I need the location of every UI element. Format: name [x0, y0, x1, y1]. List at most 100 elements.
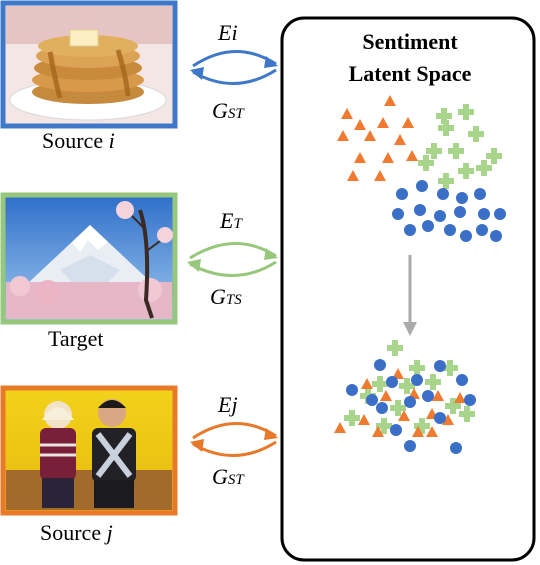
cycle-arrows-target [187, 242, 278, 277]
circle-marker [404, 224, 416, 236]
encoder-j-label: Ej [218, 392, 238, 417]
encoder-i-label: Ei [218, 20, 238, 45]
circle-marker [464, 394, 476, 406]
circle-marker [476, 224, 488, 236]
circle-marker [454, 206, 466, 218]
triangle-marker [364, 130, 376, 141]
panel-title-line2: Latent Space [348, 61, 472, 86]
triangle-marker [442, 414, 454, 425]
circle-marker [434, 360, 446, 372]
triangle-marker [426, 426, 438, 437]
circle-marker [450, 442, 462, 454]
triangle-marker [377, 117, 389, 128]
cross-marker [372, 376, 388, 392]
circle-marker [434, 210, 446, 222]
alignment-arrow [403, 255, 417, 336]
circle-marker [390, 424, 402, 436]
cross-marker [387, 340, 403, 356]
triangle-marker [402, 117, 414, 128]
panel-title-line1: Sentiment [362, 29, 458, 54]
circle-marker [434, 412, 446, 424]
triangle-marker [347, 170, 359, 181]
cross-marker [445, 398, 461, 414]
circle-marker [490, 230, 502, 242]
circle-marker [346, 384, 358, 396]
triangle-marker [361, 378, 373, 389]
generator-st-label-bottom: GST [212, 464, 244, 489]
cross-marker [390, 400, 406, 416]
cross-marker [409, 360, 425, 376]
cross-marker [426, 143, 442, 159]
triangle-marker [384, 95, 396, 106]
circle-marker [416, 180, 428, 192]
triangle-marker [392, 368, 404, 379]
cross-marker [448, 143, 464, 159]
cross-marker [476, 160, 492, 176]
circle-marker [460, 230, 472, 242]
cross-marker [442, 360, 458, 376]
cross-marker [458, 163, 474, 179]
cross-marker [344, 410, 360, 426]
source-j-caption: Source j [40, 520, 113, 545]
circle-marker [404, 396, 416, 408]
triangle-marker [412, 426, 424, 437]
circle-marker [422, 390, 434, 402]
triangle-marker [341, 108, 353, 119]
circle-marker [474, 188, 486, 200]
source-i-image [0, 0, 178, 129]
cross-marker [486, 148, 502, 164]
triangle-marker [382, 152, 394, 163]
circle-marker [414, 204, 426, 216]
triangle-marker [354, 119, 366, 130]
triangle-marker [432, 390, 444, 401]
cross-marker [436, 108, 452, 124]
circle-marker [437, 188, 449, 200]
cross-marker [376, 418, 392, 434]
triangle-marker [337, 130, 349, 141]
triangle-marker [372, 426, 384, 437]
triangle-marker [334, 422, 346, 433]
target-caption: Target [48, 326, 104, 351]
circle-marker [386, 376, 398, 388]
circle-marker [366, 394, 378, 406]
cross-marker [459, 406, 475, 422]
mixed-cluster-after [334, 340, 476, 454]
circle-marker [478, 208, 490, 220]
encoder-t-label: ET [220, 208, 242, 233]
cross-marker [425, 374, 441, 390]
triangle-marker [398, 410, 410, 421]
circle-marker [396, 188, 408, 200]
circle-marker [376, 402, 388, 414]
cross-marker [399, 378, 415, 394]
circle-marker [374, 359, 386, 371]
source-i-caption: Source i [42, 128, 115, 153]
cross-marker [458, 104, 474, 120]
source-j-image [0, 385, 178, 516]
cycle-arrows-source-j [190, 422, 278, 457]
triangle-marker [354, 152, 366, 163]
triangle-marker [394, 134, 406, 145]
cross-marker [468, 126, 484, 142]
circle-marker [411, 374, 423, 386]
circle-marker [494, 208, 506, 220]
triangle-marker [406, 150, 418, 161]
circle-marker [422, 220, 434, 232]
circle-marker [392, 208, 404, 220]
triangle-marker [358, 414, 370, 425]
circle-marker [456, 192, 468, 204]
circle-marker [404, 440, 416, 452]
cross-marker [414, 418, 430, 434]
circles-cluster-before [392, 180, 506, 242]
cross-marker [438, 173, 454, 189]
target-image [0, 192, 178, 325]
triangle-marker [380, 390, 392, 401]
latent-space-panel [280, 16, 536, 562]
triangles-cluster-before [337, 95, 418, 181]
circle-marker [456, 374, 468, 386]
crosses-cluster-before [418, 104, 502, 189]
triangle-marker [454, 392, 466, 403]
cycle-arrows-source-i [190, 50, 278, 85]
cross-marker [418, 155, 434, 171]
generator-ts-label: GTS [210, 284, 242, 309]
